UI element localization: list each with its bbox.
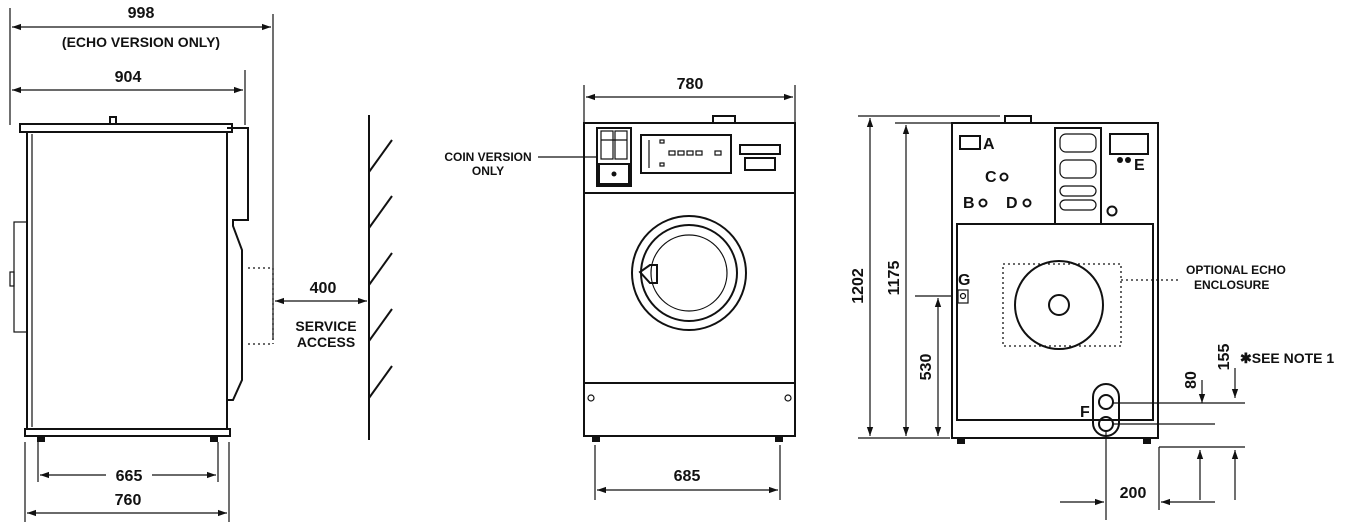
dim-685-label: 685 <box>674 468 701 485</box>
label-e: E <box>1134 157 1145 174</box>
dim-998-label: 998 <box>128 5 155 22</box>
front-top-vent <box>712 115 736 124</box>
side-top-knob <box>109 116 117 125</box>
wall-hatching <box>368 115 393 440</box>
dim-155-label: 155 <box>1216 344 1233 371</box>
side-rear-cabinet <box>227 127 249 401</box>
dim-1175-label: 1175 <box>886 261 903 296</box>
coin-box <box>596 127 632 187</box>
label-b: B <box>963 195 975 212</box>
drain-connection <box>1092 383 1120 437</box>
dim-1202-label: 1202 <box>850 268 867 304</box>
side-base <box>24 428 231 437</box>
side-top-panel <box>19 123 233 133</box>
echo-enclosure-label-1: OPTIONAL ECHO <box>1186 263 1286 277</box>
dim-200-label: 200 <box>1120 485 1147 502</box>
service-label-1: SERVICE <box>295 318 356 334</box>
coin-version-label-2: ONLY <box>472 164 504 178</box>
label-f: F <box>1080 404 1090 421</box>
front-view: 780 <box>444 76 796 500</box>
dim-400-label: 400 <box>310 280 337 297</box>
dim-530-label: 530 <box>918 354 935 381</box>
front-cabinet <box>583 122 796 437</box>
dim-665-label: 665 <box>116 468 143 485</box>
rear-view: 1202 1175 530 A C B D <box>850 115 1334 520</box>
echo-version-note: (ECHO VERSION ONLY) <box>62 34 220 50</box>
label-c: C <box>985 169 997 186</box>
label-g: G <box>958 272 970 289</box>
side-left-handle <box>13 221 28 333</box>
side-view: 998 (ECHO VERSION ONLY) 904 400 SERVICE … <box>9 5 393 522</box>
front-door <box>631 215 747 331</box>
service-label-2: ACCESS <box>297 334 355 350</box>
label-d: D <box>1006 195 1018 212</box>
coin-version-label-1: COIN VERSION <box>444 150 531 164</box>
see-note-1: ✱SEE NOTE 1 <box>1240 350 1334 366</box>
rear-top-vent <box>1004 115 1032 124</box>
dim-904-label: 904 <box>115 69 142 86</box>
label-a: A <box>983 136 995 153</box>
rear-lower-panel <box>956 223 1154 421</box>
front-display <box>744 157 776 171</box>
dim-780-label: 780 <box>677 76 704 93</box>
detergent-drawer <box>739 144 781 155</box>
echo-enclosure-label-2: ENCLOSURE <box>1194 278 1269 292</box>
dim-80-label: 80 <box>1183 371 1200 389</box>
dim-760-label: 760 <box>115 492 142 509</box>
rear-vent-column <box>1054 127 1102 225</box>
rear-drum <box>1002 260 1122 350</box>
side-body <box>26 131 228 430</box>
control-panel <box>640 134 732 174</box>
